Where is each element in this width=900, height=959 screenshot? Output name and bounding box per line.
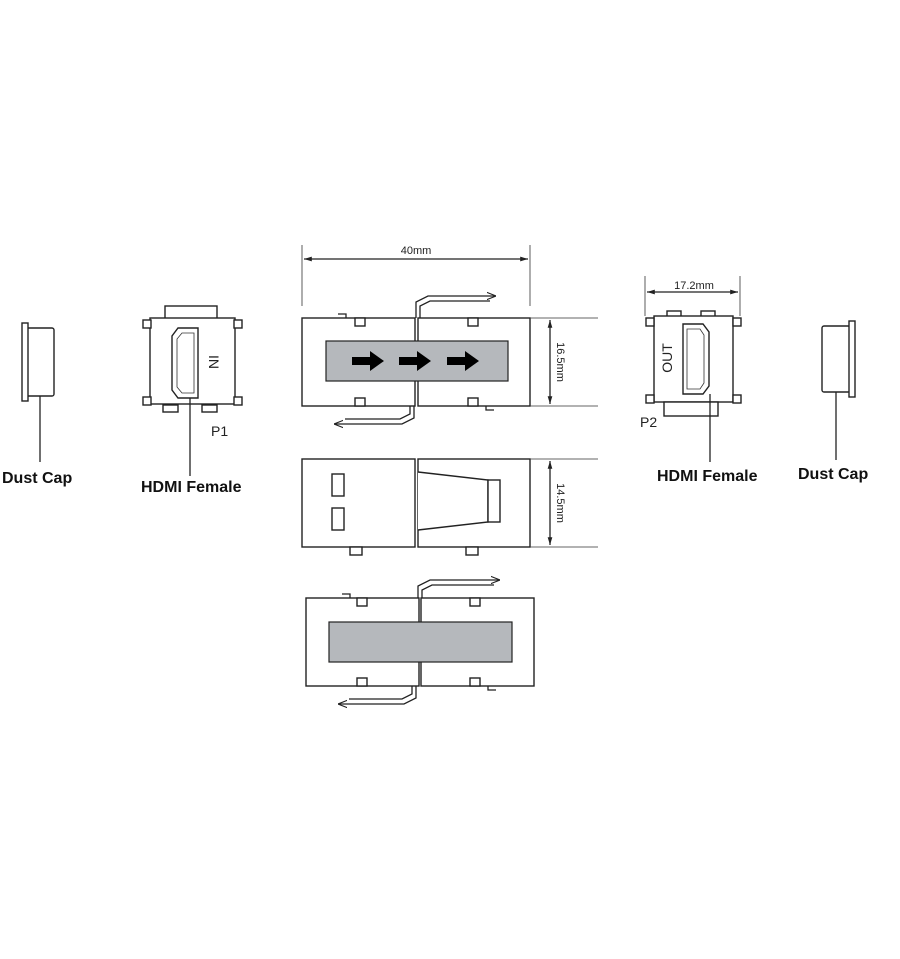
port-p1-label: P1 bbox=[211, 423, 228, 439]
dim-width-label: 17.2mm bbox=[674, 280, 714, 292]
port-in-label: IN bbox=[206, 355, 222, 369]
dim-height-top-label: 16.5mm bbox=[554, 342, 566, 382]
port-p2-label: P2 bbox=[640, 414, 657, 430]
hdmi-female-right: 17.2mm OUT P2 HDMI Female bbox=[640, 276, 758, 485]
hdmi-female-right-label: HDMI Female bbox=[657, 468, 758, 485]
dust-cap-right-label: Dust Cap bbox=[798, 466, 868, 483]
hdmi-female-left: IN P1 HDMI Female bbox=[141, 305, 243, 496]
dim-length-label: 40mm bbox=[401, 245, 432, 257]
dim-height-side-label: 14.5mm bbox=[554, 483, 566, 523]
dust-cap-left-label: Dust Cap bbox=[2, 470, 72, 487]
coupler-bottom-view bbox=[305, 580, 535, 704]
hdmi-female-left-label: HDMI Female bbox=[141, 479, 242, 496]
coupler-top-view: 40mm 16.5mm bbox=[301, 245, 598, 424]
dust-cap-right: Dust Cap bbox=[798, 320, 868, 483]
port-out-label: OUT bbox=[659, 343, 675, 373]
coupler-side-view: 14.5mm bbox=[301, 458, 598, 556]
dust-cap-left: Dust Cap bbox=[2, 322, 72, 487]
